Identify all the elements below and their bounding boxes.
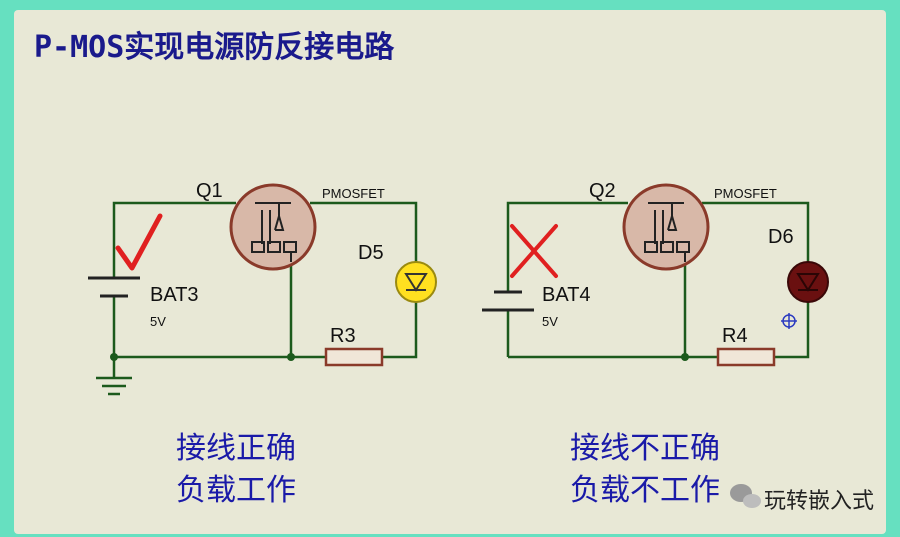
right-wires: [506, 201, 810, 359]
right-caption-line2: 负载不工作: [570, 473, 720, 508]
left-battery-label: BAT3: [150, 284, 199, 306]
battery-icon: [88, 276, 140, 298]
left-caption-line2: 负载工作: [176, 473, 296, 508]
diagram-panel: [14, 10, 886, 534]
right-caption: 接线不正确 负载不工作: [570, 428, 720, 512]
right-diode-label: D6: [768, 226, 794, 248]
left-wires: [112, 201, 418, 378]
battery-icon: [482, 290, 534, 312]
pmosfet-icon: [622, 183, 710, 271]
left-mos-label: PMOSFET: [322, 186, 385, 201]
right-q-label: Q2: [589, 180, 616, 202]
left-caption: 接线正确 负载工作: [176, 428, 296, 512]
left-circuit: [88, 183, 437, 396]
right-mos-label: PMOSFET: [714, 186, 777, 201]
pmosfet-icon: [229, 183, 317, 271]
right-battery-value: 5V: [542, 314, 558, 329]
page-title: P-MOS实现电源防反接电路: [34, 30, 395, 65]
left-junction-dot: [110, 353, 118, 361]
ground-icon: [96, 376, 132, 396]
left-q-label: Q1: [196, 180, 223, 202]
right-caption-line1: 接线不正确: [570, 431, 720, 466]
right-battery-label: BAT4: [542, 284, 591, 306]
check-icon: [115, 213, 163, 271]
left-battery-value: 5V: [150, 314, 166, 329]
led-off-icon: [787, 261, 829, 303]
resistor-icon: [716, 347, 776, 367]
cross-icon: [510, 224, 558, 278]
watermark-text: 玩转嵌入式: [764, 489, 875, 514]
left-junction-dot: [287, 353, 295, 361]
left-resistor-label: R3: [330, 325, 356, 347]
left-caption-line1: 接线正确: [176, 431, 296, 466]
right-circuit: [482, 183, 829, 367]
right-junction-dot: [681, 353, 689, 361]
probe-marker-icon: [781, 313, 797, 329]
resistor-icon: [324, 347, 384, 367]
led-lit-icon: [395, 261, 437, 303]
wechat-icon: [730, 484, 761, 508]
left-diode-label: D5: [358, 242, 384, 264]
right-resistor-label: R4: [722, 325, 748, 347]
